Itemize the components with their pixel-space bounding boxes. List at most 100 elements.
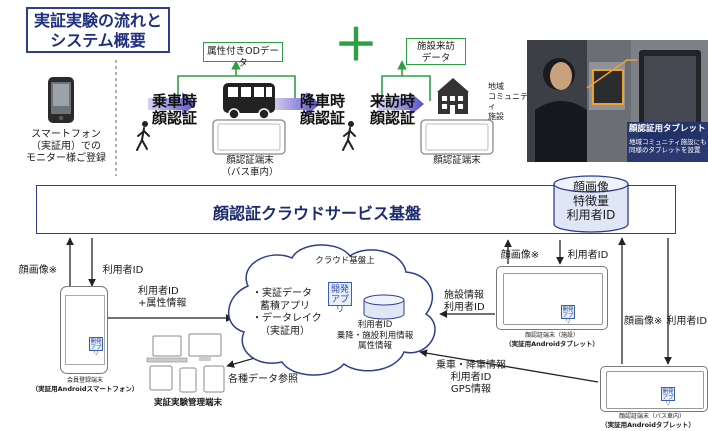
bus-app-line1: 開発 [662,389,674,395]
facility-incoming-line1: 施設情報 [444,290,484,301]
community-line1: 地域 [488,82,504,91]
community-label: 地域 コミュニティ 施設 [488,82,530,122]
db-line1: 顔画像 [572,180,609,194]
phone-caption: （実証用Androidスマートフォン） [31,385,139,393]
visit-data-label-1: 施設来訪 [416,41,455,52]
boarding-line1: 乗車時 [152,92,198,110]
bus-app-badge: 開発 アプリ [661,387,675,407]
cloud-info-line2: 乗降・施設利用情報 [336,330,414,341]
smartphone-caption-3: モニター様ご登録 [26,153,106,164]
right-side-arrows-label: 顔画像※利用者ID [624,312,708,327]
title-line1: 実証実験の流れと [33,11,162,30]
left-user-id-label: 利用者ID [102,265,144,276]
bus-incoming-label: 乗車・降車情報 利用者ID GPS情報 [430,360,512,396]
top-flow-graphic [136,60,494,155]
database-label: 顔画像 特徴量 利用者ID [551,180,631,222]
facility-incoming-label: 施設情報 利用者ID [444,290,504,314]
photo-scene [527,40,708,162]
bus-incoming-line3: GPS情報 [450,384,492,395]
bus-incoming-line1: 乗車・降車情報 [436,360,506,371]
alighting-line2: 顔認証 [300,109,346,127]
community-line2: コミュニティ [488,92,528,111]
bus-tablet: 開発 アプリ [600,366,708,412]
diagram-title: 実証実験の流れと システム概要 [26,7,170,53]
smartphone-user-caption: スマートフォン （実証用）での モニター様ご登録 [18,129,114,165]
community-line3: 施設 [488,112,504,121]
smartphone-icon [48,77,74,123]
data-reference-label: 各種データ参照 [228,374,298,385]
visit-data-label-2: データ [421,53,451,64]
bus-terminal-line1: 顔認証端末 [226,155,274,166]
right-top-user-id-label: 利用者ID [567,250,609,261]
lower-arrows [66,237,672,393]
facility-app-line2: アプリ [562,313,574,325]
management-terminal-icons [146,333,225,393]
mgmt-terminal-label: 実証実験管理端末 [153,398,222,408]
smartphone-caption-2: （実証用）での [31,141,101,152]
cloud-info-line1: 利用者ID [357,320,393,330]
cloud-dev-app-line1: 開発 [330,285,349,295]
phone-app-line2: アプリ [90,345,102,357]
left-face-image-label: 顔画像※ [18,265,58,276]
cloud-item4: （実証用） [260,325,310,337]
bus-incoming-line2: 利用者ID [450,372,492,383]
attr-od-data-label: 属性付きODデータ [207,46,279,69]
right-top-face-image-label: 顔画像※ [500,250,540,261]
phone-to-cloud-line1: 利用者ID [138,286,179,297]
bus-icon [223,83,275,120]
cloud-info: 利用者ID 乗降・施設利用情報 属性情報 [320,320,430,352]
separator-dashed-line [115,60,117,176]
alighting-line1: 降車時 [300,92,346,110]
cloud-item3: ・データレイク [252,313,322,324]
plus-sign: ＋ [334,20,378,71]
cloud-item1: ・実証データ [252,288,312,299]
attr-od-data-box: 属性付きODデータ [203,42,283,69]
registration-phone: 開発 アプリ [60,286,108,374]
photo-caption-line2: 地域コミュニティ施設にも [629,138,707,146]
cloud-dev-app-line2: アプリ [330,295,349,315]
facility-app-badge: 開発 アプリ [561,305,575,325]
cloud-service-title: 顔認証クラウドサービス基盤 [212,204,421,223]
right-side-user-id: 利用者ID [666,316,708,327]
facility-terminal-caption: 顔認証端末 [421,155,493,167]
phone-screen-title: 会員登録端末 [66,377,103,384]
photo-caption-line3: 同様のタブレットを設置 [629,146,701,154]
visit-data-box: 施設来訪 データ [406,38,466,65]
facility-tablet: 開発 アプリ [496,266,608,330]
bus-tablet-caption1: 顔認証端末（バス車内） [618,413,685,420]
alighting-auth-label: 降車時 顔認証 [300,93,360,127]
cloud-item2: 蓄積アプリ [260,300,310,312]
cloud-dev-app-badge: 開発 アプリ [328,282,352,315]
phone-app-badge: 開発 アプリ [89,337,103,357]
walking-person-icon-2 [342,121,356,151]
facility-terminal-line: 顔認証端末 [433,155,481,166]
facility-tablet-caption1: 顔認証端末（施設） [524,332,579,339]
visit-line1: 来訪時 [370,92,416,110]
title-line2: システム概要 [50,31,146,50]
facility-app-line1: 開発 [562,307,574,313]
walking-person-icon [136,121,150,151]
db-line2: 特徴量 [572,194,609,208]
db-line3: 利用者ID [566,208,616,222]
face-auth-photo: 顔認証用タブレット 地域コミュニティ施設にも 同様のタブレットを設置 [527,40,708,162]
photo-caption-note: 地域コミュニティ施設にも 同様のタブレットを設置 [629,138,708,154]
phone-app-line1: 開発 [90,339,102,345]
smartphone-caption-1: スマートフォン [31,129,101,140]
photo-caption-title: 顔認証用タブレット [629,124,706,134]
visit-auth-label: 来訪時 顔認証 [370,93,430,127]
boarding-line2: 顔認証 [152,109,198,127]
database-icon [553,175,629,233]
bus-terminal-caption: 顔認証端末 （バス車内） [214,155,286,179]
building-icon [437,78,469,114]
bus-tablet-caption2: （実証用Androidタブレット） [601,421,695,429]
cloud-info-line3: 属性情報 [357,341,392,351]
facility-incoming-line2: 利用者ID [444,302,485,313]
cloud-header: クラウド基盤上 [315,256,375,266]
visit-line2: 顔認証 [370,109,416,127]
boarding-auth-label: 乗車時 顔認証 [152,93,212,127]
cloud-apps-list: ・実証データ 蓄積アプリ ・データレイク （実証用） [252,288,332,338]
bus-app-line2: アプリ [662,395,674,407]
phone-to-cloud-label: 利用者ID +属性情報 [138,286,218,310]
right-side-face-image: 顔画像※ [624,316,663,327]
cloud-shape [227,244,436,376]
